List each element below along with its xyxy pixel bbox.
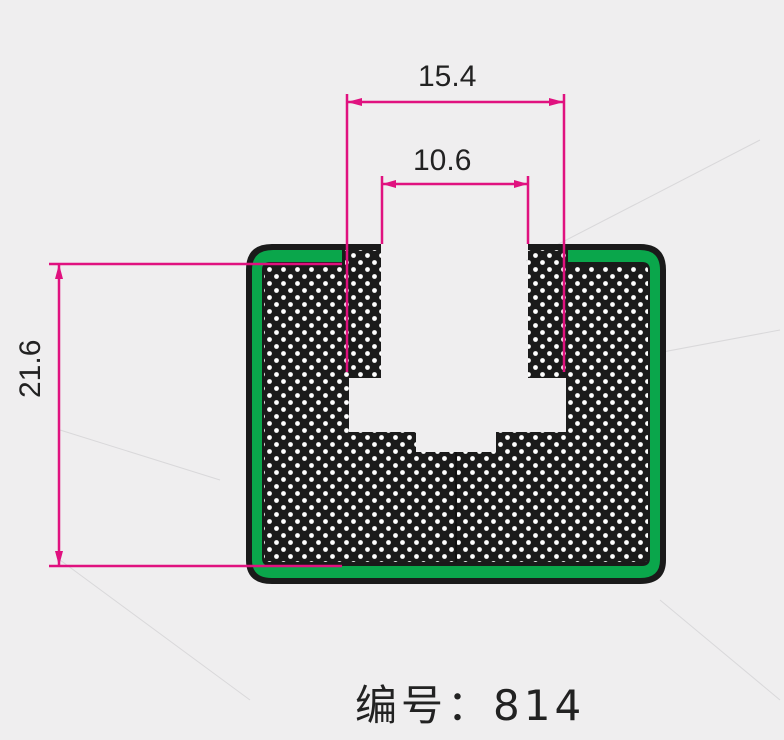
part-code-value: 814 — [493, 681, 586, 730]
part-code-caption: 编号：814 — [355, 672, 585, 733]
profile-body — [246, 244, 666, 584]
slot-cutout — [352, 244, 562, 449]
dimension-label-body-height: 21.6 — [14, 339, 47, 398]
part-code-label: 编号： — [355, 681, 494, 730]
dimension-label-outer-slot-width: 15.4 — [418, 60, 477, 93]
dimension-label-inner-slot-width: 10.6 — [413, 144, 472, 177]
dotted-core — [264, 250, 648, 562]
dimension-lines — [49, 94, 566, 568]
